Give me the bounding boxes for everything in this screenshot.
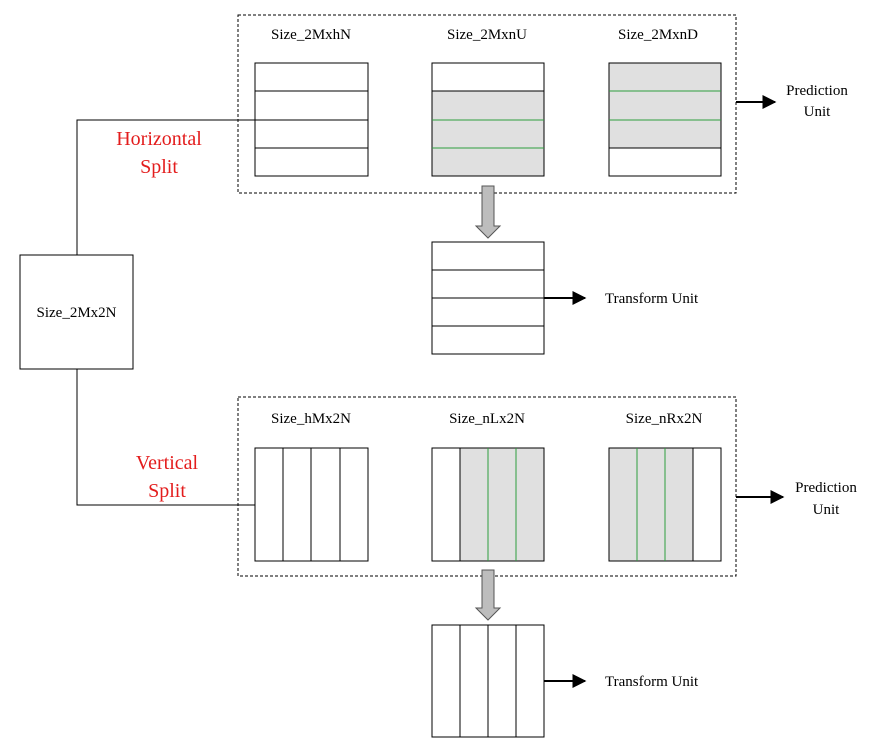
vertical-connector bbox=[76, 369, 255, 506]
root-block bbox=[19, 254, 134, 370]
partition-block-nlx2n bbox=[431, 447, 545, 562]
horizontal-connector bbox=[76, 119, 255, 255]
horizontal-prediction-label-line1: Prediction bbox=[786, 83, 848, 99]
horizontal-split-label-line1: Horizontal bbox=[116, 128, 202, 150]
partition-label-nlx2n: Size_nLx2N bbox=[449, 411, 525, 427]
partition-label-2mxhn: Size_2MxhN bbox=[271, 27, 351, 43]
vertical-transform-label: Transform Unit bbox=[605, 674, 699, 690]
horizontal-transform-label: Transform Unit bbox=[605, 291, 699, 307]
vertical-prediction-label-line1: Prediction bbox=[795, 480, 857, 496]
partition-label-2mxnd: Size_2MxnD bbox=[618, 27, 698, 43]
horizontal-transform-block bbox=[431, 241, 545, 355]
horizontal-split-label-line2: Split bbox=[140, 156, 178, 178]
vertical-down-arrow bbox=[474, 569, 502, 621]
partition-block-hmx2n bbox=[254, 447, 369, 562]
horizontal-prediction-label-line2: Unit bbox=[804, 104, 832, 120]
partition-label-nrx2n: Size_nRx2N bbox=[626, 411, 703, 427]
root-block-label: Size_2Mx2N bbox=[37, 305, 117, 321]
partition-block-2mxhn bbox=[254, 62, 369, 177]
horizontal-down-arrow bbox=[474, 185, 502, 239]
vertical-split-label-line1: Vertical bbox=[136, 452, 199, 474]
partition-block-nrx2n bbox=[608, 447, 722, 562]
vertical-transform-block bbox=[431, 624, 545, 738]
partition-block-2mxnu bbox=[431, 62, 545, 177]
partition-block-2mxnd bbox=[608, 62, 722, 177]
vertical-split-label-line2: Split bbox=[148, 480, 186, 502]
vertical-prediction-label-line2: Unit bbox=[813, 502, 841, 518]
partition-label-2mxnu: Size_2MxnU bbox=[447, 27, 527, 43]
partition-label-hmx2n: Size_hMx2N bbox=[271, 411, 351, 427]
